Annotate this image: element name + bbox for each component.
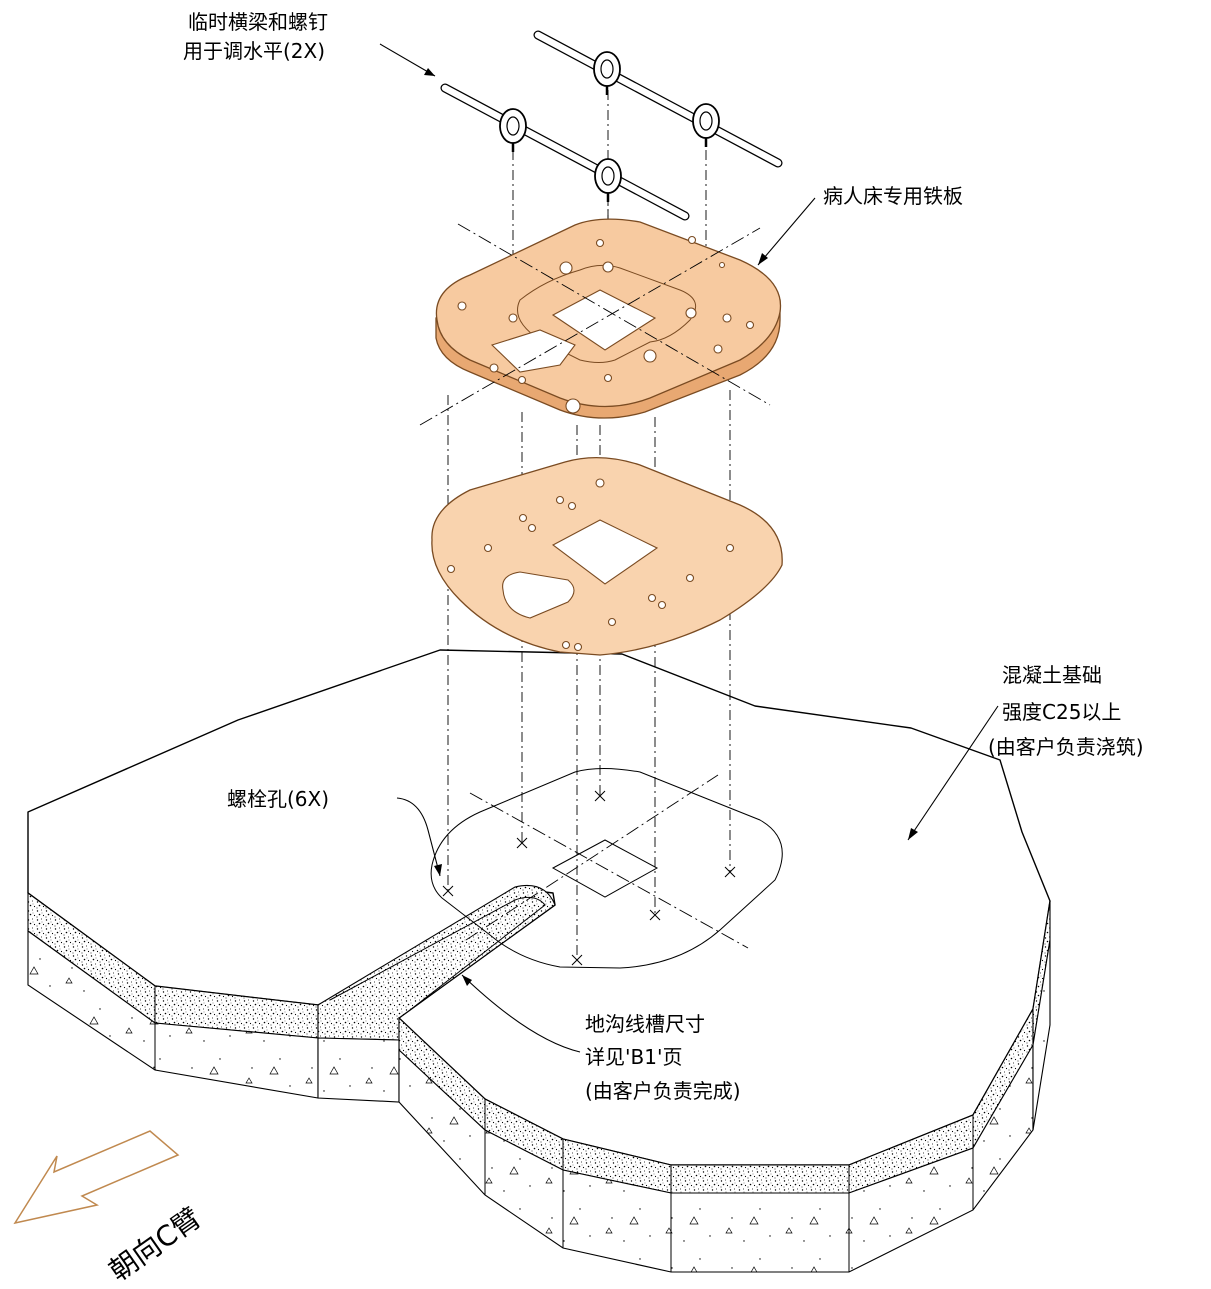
foundation-label-line3: (由客户负责浇筑) [988,735,1144,759]
crossbar-label-line1: 临时横梁和螺钉 [188,10,328,34]
thin-plate-holes [446,478,735,652]
direction-arrow [13,1130,180,1225]
leader-lines [379,43,999,1053]
crossbar-label-line2: 用于调水平(2X) [183,39,325,63]
direction-label: 朝向C臂 [103,1201,207,1287]
trench-label-line1: 地沟线槽尺寸 [585,1012,705,1036]
trench-label-line3: (由客户负责完成) [585,1079,741,1103]
temporary-crossbars [440,30,783,221]
eye-bolt [594,158,622,202]
eye-bolt [593,51,621,95]
steel-plate-holes [457,235,755,414]
eye-bolt [692,103,720,147]
bolt-holes-label: 螺栓孔(6X) [227,787,329,811]
patient-bed-steel-plate [419,218,782,426]
eye-bolt [499,108,527,152]
concrete-foundation [27,649,1051,1273]
foundation-label-line2: 强度C25以上 [1002,700,1121,724]
plate-footprint [430,768,783,969]
plate-label: 病人床专用铁板 [823,184,963,208]
thin-plate [431,457,783,656]
trench-label-line2: 详见'B1'页 [585,1045,682,1069]
foundation-label-line1: 混凝土基础 [1002,663,1102,687]
